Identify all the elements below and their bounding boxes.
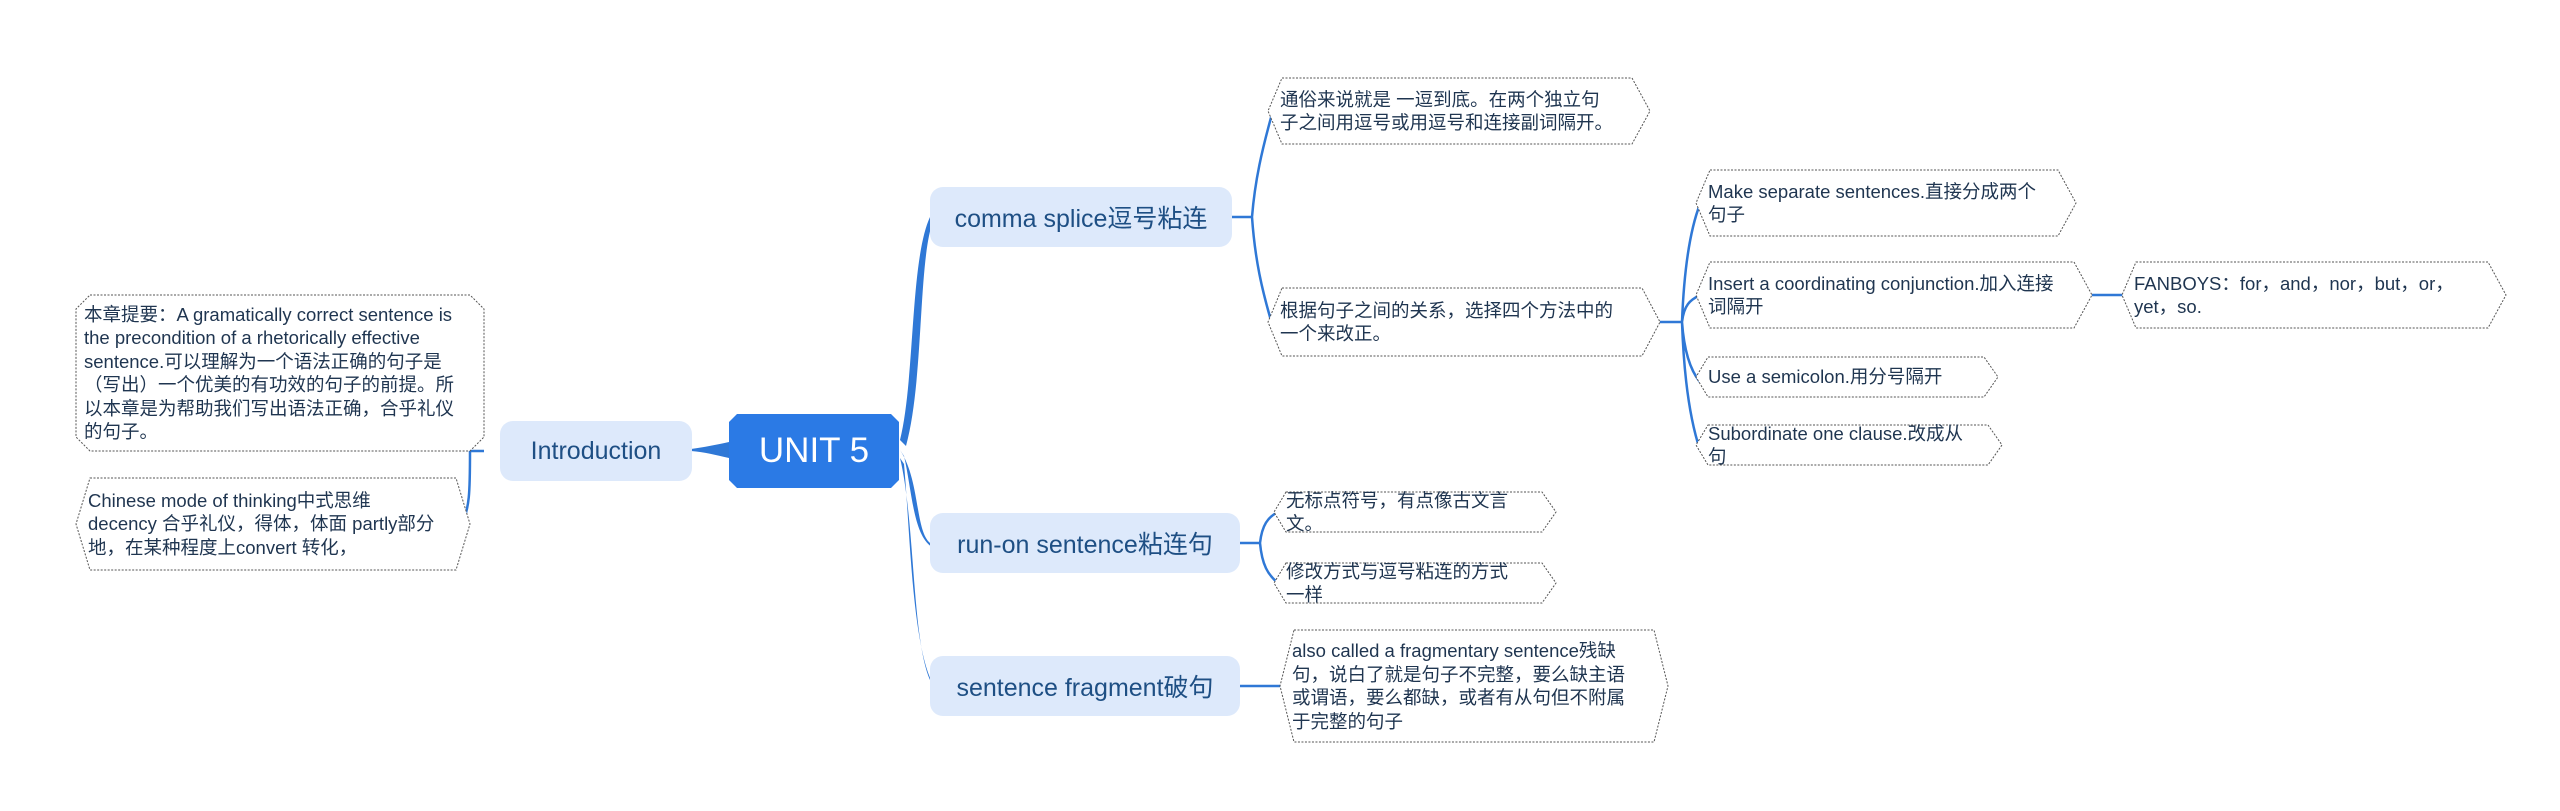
connector-methods xyxy=(1660,203,1702,451)
leaf-fragment-definition-border xyxy=(1279,629,1669,743)
leaf-method-semicolon-border xyxy=(1695,356,1999,398)
leaf-comma-splice-definition-border xyxy=(1267,77,1651,145)
connector-comma-splice-leaves xyxy=(1232,113,1274,325)
leaf-method-subordinate-border xyxy=(1695,424,2003,466)
leaf-fanboys-text: FANBOYS：for，and，nor，but，or，yet，so. xyxy=(2134,272,2454,318)
leaf-method-subordinate[interactable]: Subordinate one clause.改成从句 xyxy=(1695,423,2003,467)
leaf-run-on-fix[interactable]: 修改方式与逗号粘连的方式一样 xyxy=(1273,561,1557,605)
branch-introduction-label: Introduction xyxy=(530,436,662,465)
branch-run-on-label: run-on sentence粘连句 xyxy=(957,531,1213,559)
leaf-run-on-no-punctuation-border xyxy=(1273,491,1557,533)
branch-fragment[interactable]: sentence fragment破句 xyxy=(930,656,1240,716)
leaf-comma-splice-methods-intro-text: 根据句子之间的关系，选择四个方法中的一个来改正。 xyxy=(1280,299,1614,345)
leaf-run-on-fix-border xyxy=(1273,562,1557,604)
leaf-method-semicolon-text: Use a semicolon.用分号隔开 xyxy=(1708,366,1943,388)
leaf-method-separate[interactable]: Make separate sentences.直接分成两个句子 xyxy=(1695,169,2077,237)
leaf-method-separate-border xyxy=(1695,169,2077,237)
leaf-introduction-vocab-border xyxy=(75,477,471,571)
leaf-introduction-summary-text: 本章提要：A gramatically correct sentence is … xyxy=(84,303,455,443)
leaf-fragment-definition-text: also called a fragmentary sentence残缺句，说白… xyxy=(1292,640,1626,732)
leaf-introduction-vocab-text: Chinese mode of thinking中式思维 decency 合乎礼… xyxy=(88,489,435,558)
leaf-method-separate-text: Make separate sentences.直接分成两个句子 xyxy=(1708,180,2036,226)
branch-run-on[interactable]: run-on sentence粘连句 xyxy=(930,513,1240,573)
connector-root-run-on xyxy=(900,450,932,547)
leaf-run-on-fix-text: 修改方式与逗号粘连的方式一样 xyxy=(1286,560,1509,606)
leaf-comma-splice-methods-intro-border xyxy=(1267,287,1661,357)
leaf-method-subordinate-text: Subordinate one clause.改成从句 xyxy=(1708,422,1964,468)
leaf-introduction-vocab[interactable]: Chinese mode of thinking中式思维 decency 合乎礼… xyxy=(75,477,471,571)
connector-root-fragment xyxy=(900,458,933,684)
leaf-comma-splice-definition[interactable]: 通俗来说就是 一逗到底。在两个独立句子之间用逗号或用逗号和连接副词隔开。 xyxy=(1267,77,1651,145)
branch-fragment-label: sentence fragment破句 xyxy=(956,674,1214,702)
branch-comma-splice[interactable]: comma splice逗号粘连 xyxy=(930,187,1232,247)
leaf-comma-splice-definition-text: 通俗来说就是 一逗到底。在两个独立句子之间用逗号或用逗号和连接副词隔开。 xyxy=(1280,88,1614,134)
leaf-introduction-summary-border xyxy=(75,294,485,452)
leaf-method-conjunction[interactable]: Insert a coordinating conjunction.加入连接词隔… xyxy=(1695,261,2093,329)
leaf-introduction-summary[interactable]: 本章提要：A gramatically correct sentence is … xyxy=(75,294,485,452)
connector-root-comma-splice xyxy=(900,217,933,446)
leaf-fanboys[interactable]: FANBOYS：for，and，nor，but，or，yet，so. xyxy=(2121,261,2507,329)
leaf-method-conjunction-border xyxy=(1695,261,2093,329)
root-title: UNIT 5 xyxy=(758,431,870,470)
root-node[interactable]: UNIT 5 xyxy=(729,414,899,488)
branch-introduction[interactable]: Introduction xyxy=(500,421,692,481)
leaf-comma-splice-methods-intro[interactable]: 根据句子之间的关系，选择四个方法中的一个来改正。 xyxy=(1267,287,1661,357)
branch-comma-splice-label: comma splice逗号粘连 xyxy=(954,205,1208,233)
leaf-method-semicolon[interactable]: Use a semicolon.用分号隔开 xyxy=(1695,356,1999,398)
leaf-run-on-no-punctuation-text: 无标点符号，有点像古文言文。 xyxy=(1286,489,1509,535)
leaf-run-on-no-punctuation[interactable]: 无标点符号，有点像古文言文。 xyxy=(1273,490,1557,534)
connector-run-on-leaves xyxy=(1240,510,1279,584)
leaf-fanboys-border xyxy=(2121,261,2507,329)
connector-root-introduction xyxy=(691,442,729,458)
leaf-fragment-definition[interactable]: also called a fragmentary sentence残缺句，说白… xyxy=(1279,629,1669,743)
leaf-method-conjunction-text: Insert a coordinating conjunction.加入连接词隔… xyxy=(1708,272,2054,318)
